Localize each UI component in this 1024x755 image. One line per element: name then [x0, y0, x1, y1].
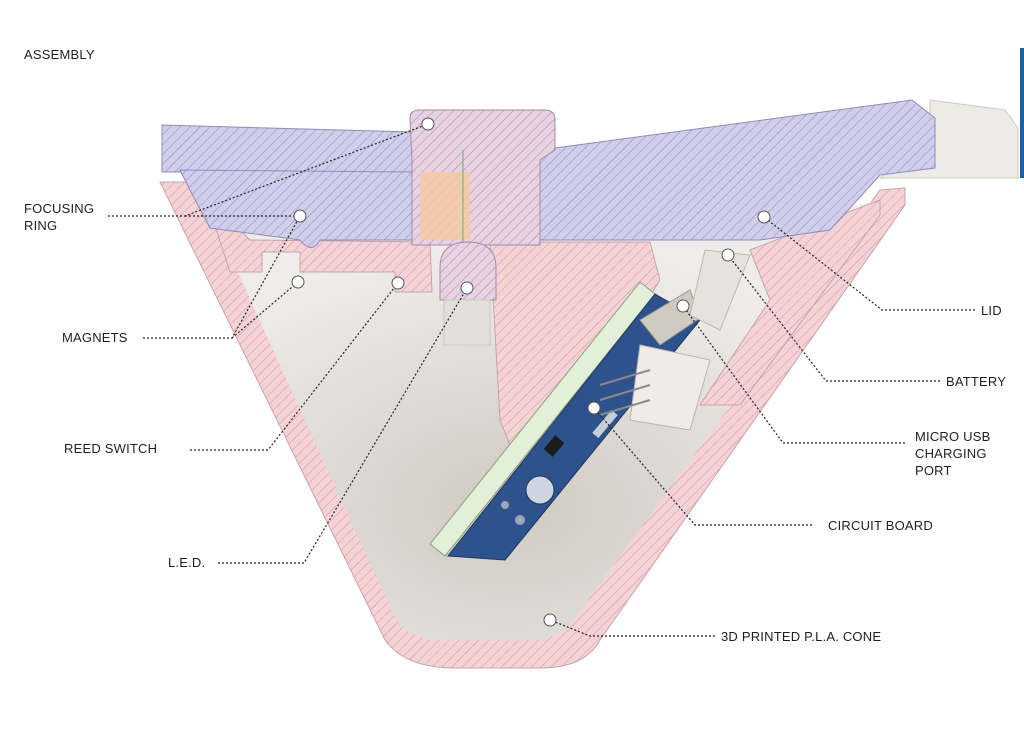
right-inner-wall — [699, 199, 881, 406]
label-cone: 3D PRINTED P.L.A. CONE — [721, 629, 882, 644]
dot-circuit-board — [587, 401, 601, 415]
leader-battery — [727, 254, 940, 382]
label-battery: BATTERY — [946, 374, 1007, 389]
dot-cone — [543, 613, 557, 627]
label-circuit-board: CIRCUIT BOARD — [828, 518, 933, 533]
leader-lid — [763, 216, 975, 311]
label-reed-switch: REED SWITCH — [64, 441, 158, 456]
dot-magnet-1 — [293, 209, 307, 223]
diagram-title: ASSEMBLY — [24, 47, 95, 62]
cone-shell — [159, 181, 906, 669]
dot-micro-usb — [676, 299, 690, 313]
leader-micro-usb — [682, 305, 905, 444]
dot-reed-switch — [391, 276, 405, 290]
leader-cone — [549, 619, 715, 637]
label-micro-usb: MICRO USB CHARGING PORT — [915, 429, 991, 478]
leader-magnets — [143, 215, 301, 339]
label-magnets: MAGNETS — [62, 330, 128, 345]
label-lid: LID — [981, 303, 1002, 318]
led-bulb — [439, 241, 497, 301]
dot-led — [460, 281, 474, 295]
lid-body-left — [179, 169, 413, 248]
window-edge-accent — [1020, 48, 1024, 178]
dot-magnet-2 — [291, 275, 305, 289]
lens-window — [420, 172, 470, 240]
dot-battery — [721, 248, 735, 262]
dot-focusing-ring — [421, 117, 435, 131]
leader-reed-switch — [190, 282, 399, 451]
lid-body-right — [529, 99, 936, 241]
circuit-board-graphic — [429, 281, 701, 561]
dot-lid — [757, 210, 771, 224]
lid-body — [161, 124, 413, 173]
leader-led — [218, 287, 468, 564]
leader-circuit-board — [593, 407, 812, 526]
magnet-ledge — [204, 194, 433, 293]
battery-graphic — [689, 249, 751, 331]
label-led: L.E.D. — [168, 555, 206, 570]
label-focusing-ring: FOCUSING RING — [24, 201, 95, 233]
